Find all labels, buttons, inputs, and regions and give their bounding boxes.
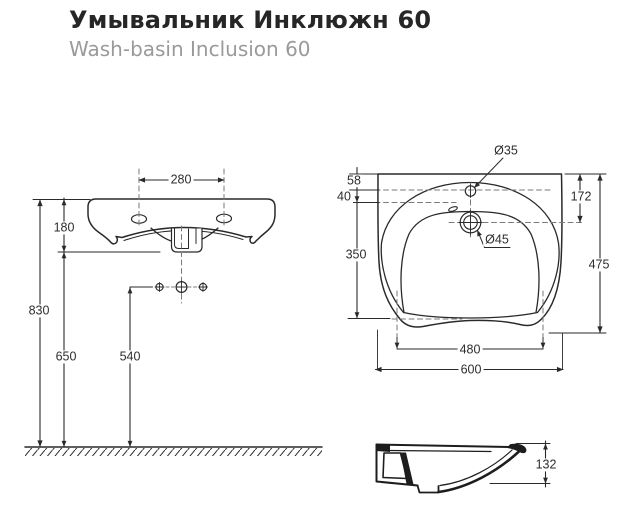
dim-label-180: 180 bbox=[51, 220, 77, 235]
dim-label-58: 58 bbox=[345, 173, 363, 188]
dim-label-540: 540 bbox=[117, 349, 143, 364]
leader-overflow-hole bbox=[477, 230, 511, 248]
product-title: Умывальник Инклюжн 60 bbox=[69, 6, 432, 34]
bowl-underside-curve bbox=[437, 449, 521, 494]
dim-label-475: 475 bbox=[586, 257, 612, 272]
side-section-view bbox=[375, 440, 551, 494]
dim-label-172: 172 bbox=[568, 189, 594, 204]
page-header: Умывальник Инклюжн 60 Wash-basin Inclusi… bbox=[69, 5, 431, 61]
basin-outline bbox=[87, 198, 276, 245]
dim-label-40: 40 bbox=[335, 189, 353, 204]
front-lip bbox=[507, 443, 527, 454]
dim-label-350: 350 bbox=[343, 247, 369, 262]
leader-tap-hole bbox=[474, 157, 504, 188]
dim-label-830: 830 bbox=[26, 303, 52, 318]
dim-label-d35: Ø35 bbox=[492, 143, 520, 158]
product-subtitle: Wash-basin Inclusion 60 bbox=[69, 37, 311, 61]
dim-label-280: 280 bbox=[168, 172, 194, 187]
overflow-slot bbox=[448, 206, 458, 212]
drain-trap bbox=[170, 227, 203, 253]
dim-label-132: 132 bbox=[533, 457, 559, 472]
dim-label-d45: Ø45 bbox=[483, 232, 511, 247]
top-plan-view bbox=[347, 157, 607, 373]
basin-plan-outline bbox=[377, 173, 563, 328]
front-elevation-view bbox=[24, 168, 323, 456]
dim-label-650: 650 bbox=[53, 349, 79, 364]
drain-outlet bbox=[416, 484, 440, 494]
dim-label-600: 600 bbox=[458, 362, 484, 377]
floor-hatching bbox=[25, 448, 322, 456]
dim-label-480: 480 bbox=[457, 342, 483, 357]
